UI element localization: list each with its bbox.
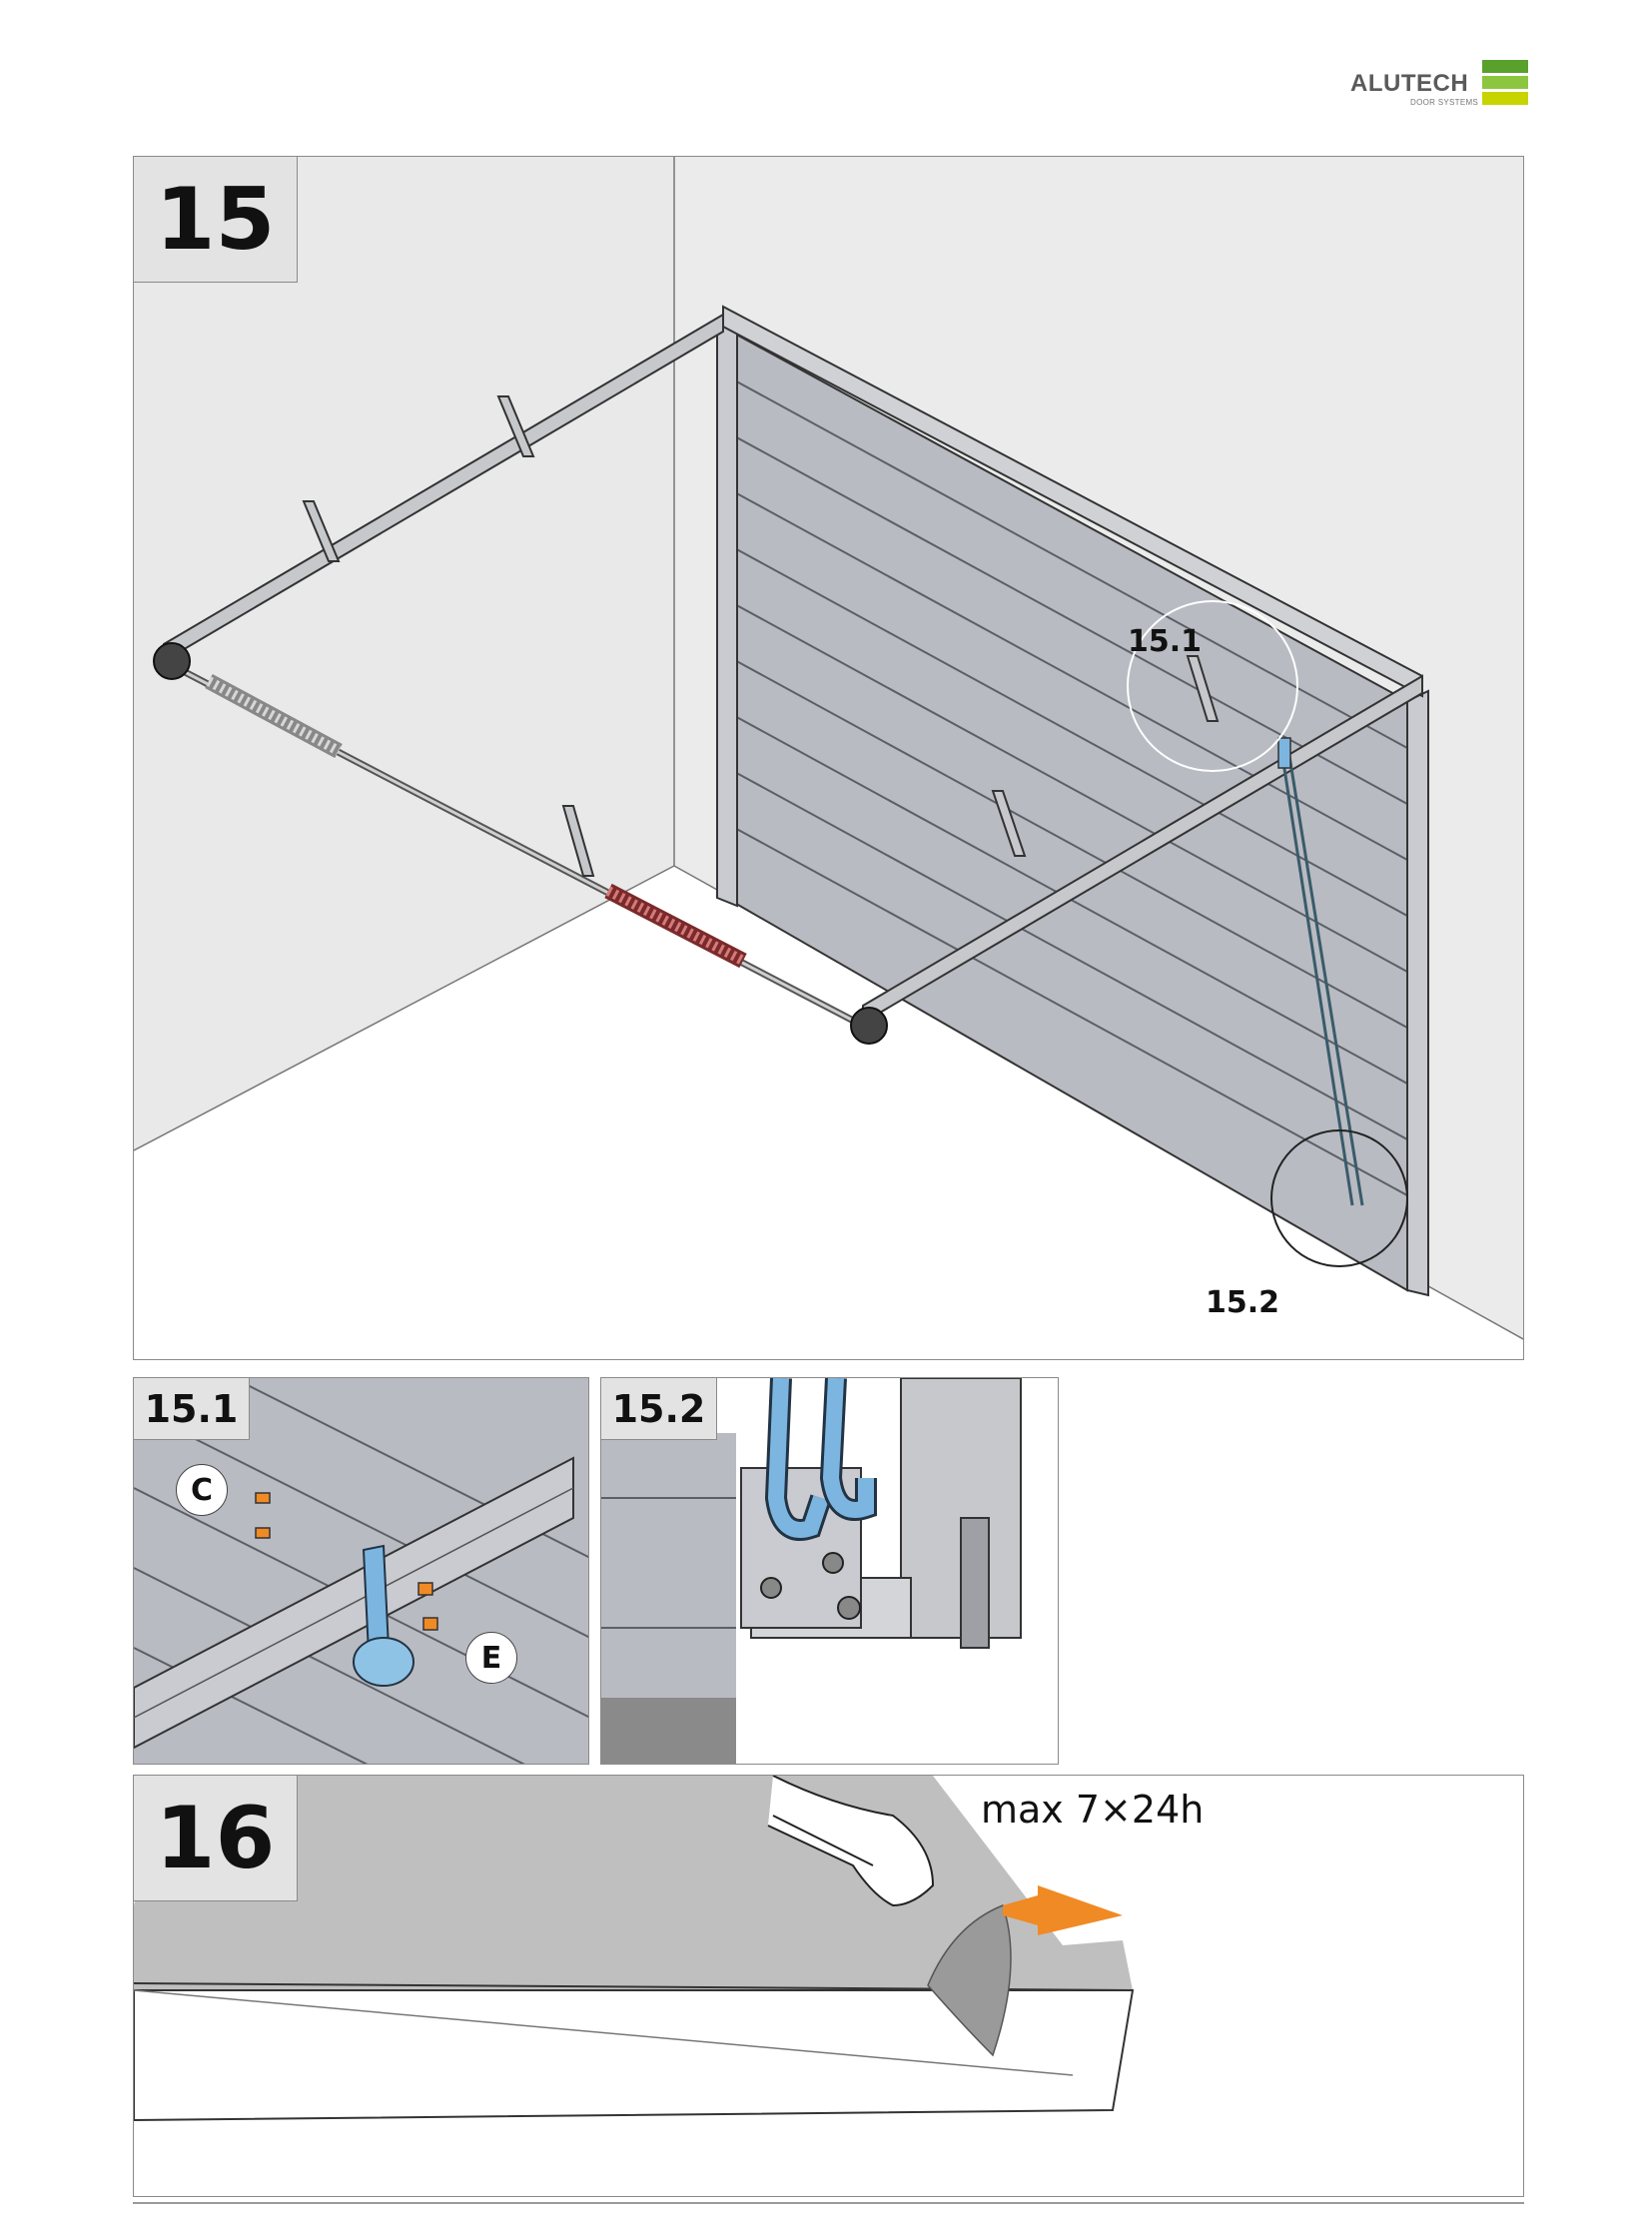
cable-bracket-detail [601,1378,1058,1764]
panel-film-removal-illustration [134,1776,1523,2196]
step-15-number: 15 [134,157,298,283]
detail-15-1-panel: 15.1 C E [133,1377,589,1765]
brand-name: ALUTECH [1350,70,1469,97]
part-c-label: C [176,1464,228,1516]
track-bracket-detail [134,1378,588,1764]
detail-15-2-panel: 15.2 [600,1377,1059,1765]
brand-tagline: DOOR SYSTEMS [1410,98,1479,107]
step-16-number: 16 [134,1776,298,1901]
step-15-panel: 15 15.1 15.2 [133,156,1524,1360]
footer-divider [133,2202,1524,2204]
callout-15-2: 15.2 [1206,1285,1280,1320]
detail-15-2-label: 15.2 [601,1378,717,1440]
max-duration-note: max 7×24h [981,1788,1205,1832]
callout-15-1: 15.1 [1128,624,1203,659]
detail-15-1-label: 15.1 [134,1378,250,1440]
part-e-label: E [465,1632,517,1684]
step-16-panel: 16 max 7×24h [133,1775,1524,2197]
garage-door-illustration [134,157,1523,1359]
